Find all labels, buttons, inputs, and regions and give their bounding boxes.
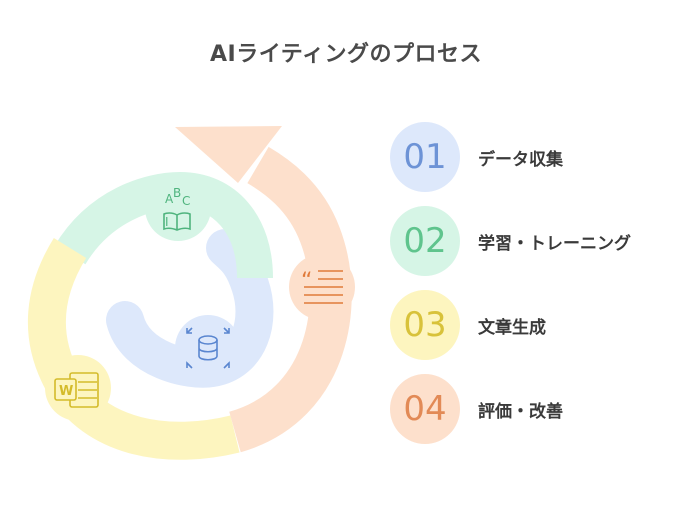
step-number: 04 — [403, 389, 447, 429]
step-label: データ収集 — [478, 149, 563, 170]
page-title: AIライティングのプロセス — [210, 42, 482, 67]
step-generation: 03 文章生成 — [390, 290, 546, 360]
step-training: 02 学習・トレーニング — [390, 206, 631, 276]
spiral-arrowhead — [175, 126, 282, 183]
step-data-collection: 01 データ収集 — [390, 122, 563, 192]
svg-text:I: I — [165, 215, 169, 229]
svg-text:B: B — [173, 186, 181, 200]
step-number: 01 — [403, 137, 447, 177]
svg-text:C: C — [182, 194, 190, 208]
word-document-icon: W — [45, 355, 111, 421]
svg-text:W: W — [59, 384, 73, 399]
step-number-badge: 01 — [390, 122, 460, 192]
svg-text:“: “ — [301, 269, 312, 294]
step-number-badge: 02 — [390, 206, 460, 276]
step-label: 文章生成 — [478, 317, 546, 338]
step-number: 02 — [403, 221, 447, 261]
quote-text-icon: “ — [289, 254, 355, 320]
step-number: 03 — [403, 305, 447, 345]
step-evaluation: 04 評価・改善 — [390, 374, 563, 444]
step-number-badge: 04 — [390, 374, 460, 444]
step-label: 学習・トレーニング — [478, 233, 631, 254]
step-label: 評価・改善 — [478, 401, 563, 422]
svg-text:A: A — [165, 192, 174, 206]
database-icon — [175, 315, 241, 381]
alphabet-book-icon: A B C I — [145, 175, 211, 241]
step-number-badge: 03 — [390, 290, 460, 360]
